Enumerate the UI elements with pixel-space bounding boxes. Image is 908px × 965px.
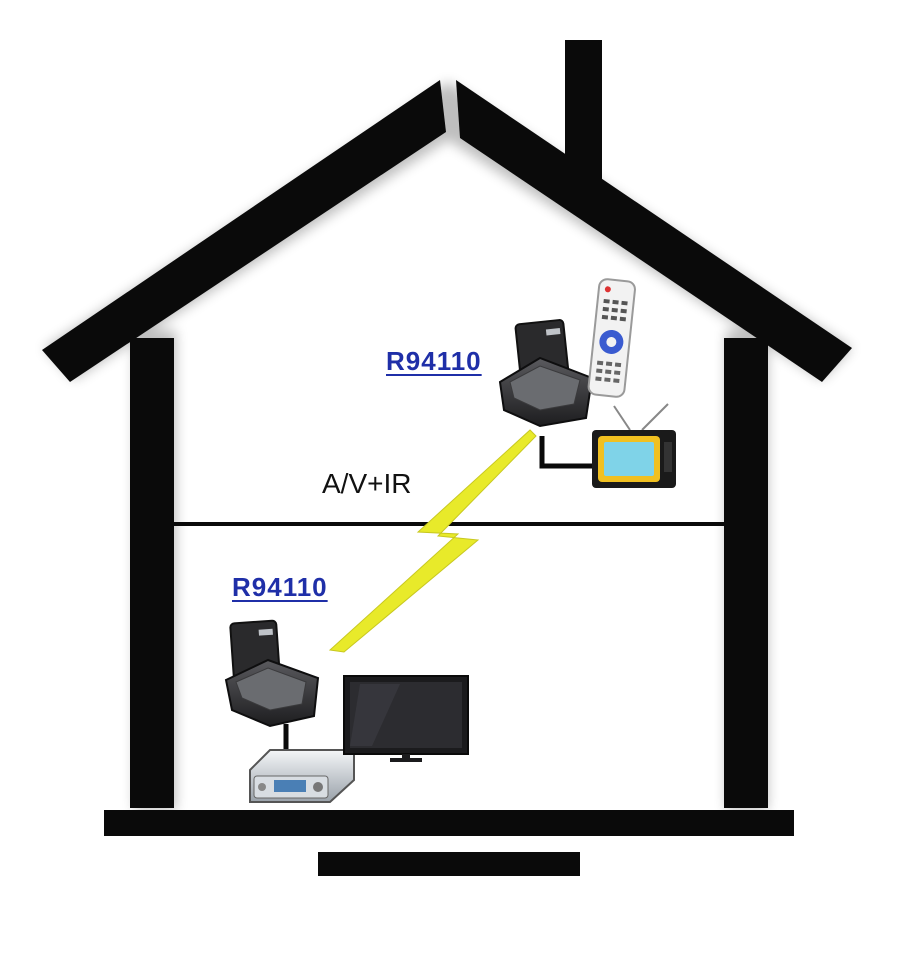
wireless-sender-icon xyxy=(498,319,594,428)
roof-left xyxy=(42,80,446,382)
signal-label: A/V+IR xyxy=(322,468,412,499)
wall-left xyxy=(130,338,174,808)
receiver-label-lower[interactable]: R94110 xyxy=(232,572,328,602)
wireless-sender-icon xyxy=(224,619,320,728)
av-cable xyxy=(539,436,594,469)
receiver-label-upper[interactable]: R94110 xyxy=(386,346,482,376)
roof-right xyxy=(456,80,852,382)
crt-tv-icon xyxy=(592,403,676,488)
ground-slab xyxy=(104,810,794,836)
wall-right xyxy=(724,338,768,808)
flat-tv-icon xyxy=(343,675,469,762)
av-receiver-icon xyxy=(249,749,355,803)
ground-step xyxy=(318,852,580,876)
chimney xyxy=(565,40,602,190)
remote-control-icon xyxy=(587,278,636,398)
lightning-bolt xyxy=(328,429,537,653)
